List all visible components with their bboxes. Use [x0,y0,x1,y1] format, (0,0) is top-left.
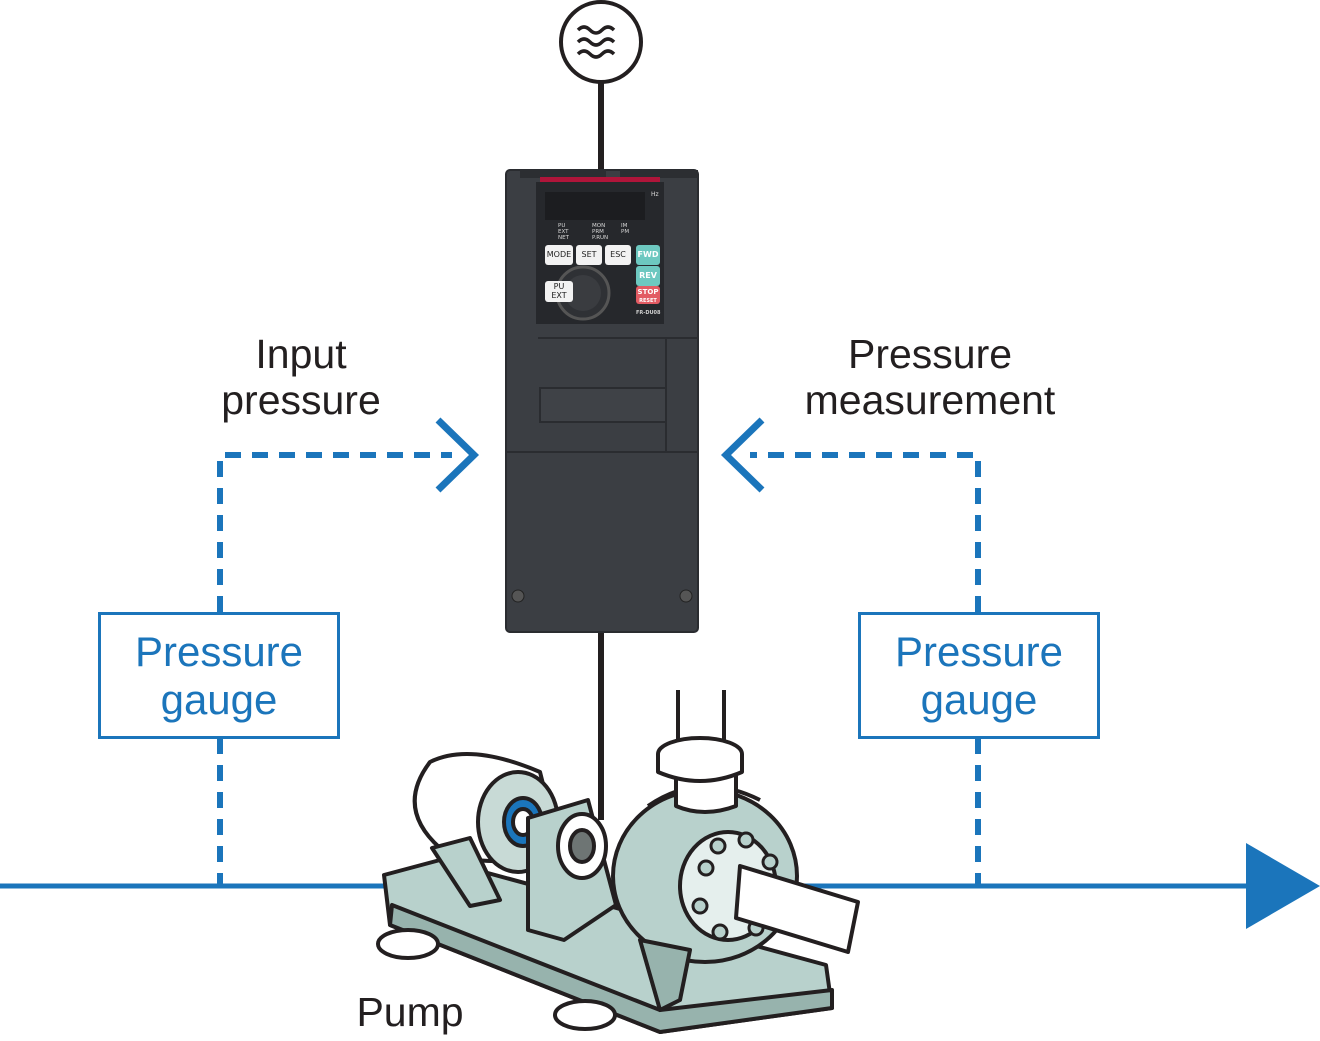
flow-direction-arrow-icon [1246,843,1320,929]
signal-arrow-icon [720,417,765,493]
esc-key[interactable]: ESC [605,245,631,265]
pressure-measurement-label: Pressure measurement [770,331,1090,424]
left-pressure-gauge-box: Pressure gauge [98,612,340,739]
led-pu: PU [558,223,566,229]
input-pressure-line1: Input [255,331,347,377]
led-net: NET [558,235,569,241]
input-pressure-label: Input pressure [196,331,406,424]
set-key[interactable]: SET [576,245,602,265]
pressure-measurement-line2: measurement [804,376,1056,423]
fwd-key[interactable]: FWD [636,245,660,265]
right-pressure-gauge-box: Pressure gauge [858,612,1100,739]
reset-label: RESET [639,298,657,304]
right-gauge-line2: gauge [920,675,1038,723]
right-gauge-line1: Pressure [894,628,1064,676]
led-prun: P.RUN [592,235,609,241]
ext-label: EXT [551,291,567,300]
signal-arrow-icon [435,417,480,493]
led-ext: EXT [558,229,569,235]
stop-label: STOP [637,288,659,296]
input-pressure-signal-line [217,452,452,612]
pump-label: Pump [356,989,464,1035]
left-gauge-line2: gauge [160,675,278,723]
pressure-measurement-line1: Pressure [847,331,1013,377]
ac-power-source-icon [559,0,643,84]
led-mon: MON [592,223,606,229]
unit-label: Hz [651,191,659,198]
led-prm: PRM [592,229,604,235]
mode-key[interactable]: MODE [545,245,573,265]
led-im: IM [621,223,628,229]
input-pressure-line2: pressure [221,376,381,423]
pressure-measurement-signal-line [750,452,981,612]
keypad-model-label: FR-DU08 [636,310,661,316]
pu-ext-key[interactable]: PU EXT [545,281,573,302]
pump-illustration [376,690,860,1034]
pu-label: PU [553,282,565,291]
led-pm: PM [621,229,630,235]
left-gauge-line1: Pressure [134,628,304,676]
stop-reset-key[interactable]: STOP RESET [636,286,660,304]
rev-key[interactable]: REV [636,266,660,286]
